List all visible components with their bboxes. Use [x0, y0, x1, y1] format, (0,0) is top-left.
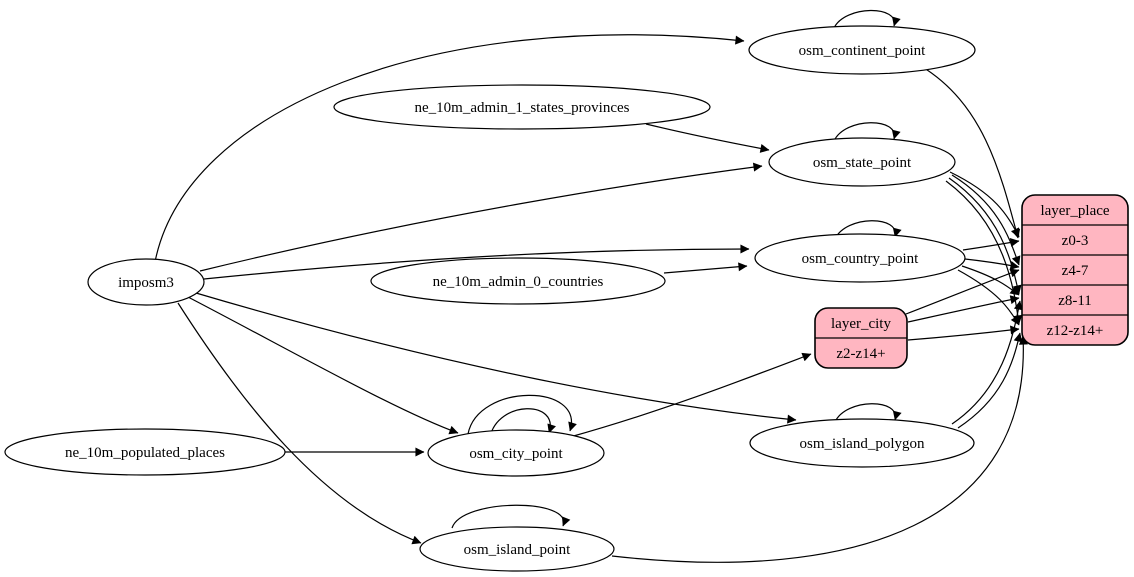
- layer_city-row-z2-z14: z2-z14+: [836, 346, 885, 362]
- edge-osm_country_point-layer_place-z8-11: [961, 265, 1020, 296]
- edge-imposm3-osm_state_point: [199, 162, 763, 272]
- layer_place-row-z8-11: z8-11: [1058, 293, 1092, 309]
- ne_10m_admin_1_states_provinces-label: ne_10m_admin_1_states_provinces: [415, 100, 630, 116]
- node-osm_island_point: osm_island_point: [419, 526, 615, 572]
- edge-osm_state_point-layer_place-z8-11: [948, 177, 1022, 295]
- edge-osm_country_point-layer_place-z0-3: [962, 238, 1020, 251]
- node-ne_10m_admin_1_states_provinces: ne_10m_admin_1_states_provinces: [333, 84, 711, 130]
- ne_10m_admin_0_countries-shape: [370, 257, 666, 305]
- edge-osm_island_polygon-layer_place-z8-11: [951, 300, 1023, 425]
- edge-osm_continent_point-self: [833, 9, 901, 29]
- node-osm_continent_point: osm_continent_point: [748, 25, 976, 75]
- edge-imposm3-osm_city_point: [187, 296, 459, 435]
- node-osm_island_polygon: osm_island_polygon: [749, 418, 975, 468]
- osm_continent_point-label: osm_continent_point: [799, 43, 926, 59]
- node-osm_state_point: osm_state_point: [768, 137, 956, 187]
- imposm3-shape: [87, 258, 205, 306]
- edge-layer_city-layer_place-z4-7: [905, 268, 1020, 315]
- osm_state_point-shape: [768, 137, 956, 187]
- node-ne_10m_populated_places: ne_10m_populated_places: [4, 428, 286, 476]
- edge-layer_city-layer_place-z12-z14: [907, 325, 1020, 341]
- osm_continent_point-shape: [748, 25, 976, 75]
- edge-imposm3-osm_island_point: [177, 302, 422, 545]
- osm_island_point-label: osm_island_point: [464, 542, 572, 558]
- osm_state_point-label: osm_state_point: [813, 155, 912, 171]
- edge-osm_city_point-layer_city-z2-z14: [569, 352, 812, 438]
- node-ne_10m_admin_0_countries: ne_10m_admin_0_countries: [370, 257, 666, 305]
- layer_city-title: layer_city: [831, 316, 891, 332]
- ne_10m_admin_1_states_provinces-shape: [333, 84, 711, 130]
- edge-osm_city_point-self-inner: [489, 408, 556, 438]
- edge-imposm3-osm_island_polygon: [195, 292, 797, 424]
- edge-osm_continent_point-layer_place-z0-3: [920, 65, 1021, 239]
- edge-osm_country_point-layer_place-z4-7: [964, 258, 1020, 270]
- edge-imposm3-osm_continent_point: [154, 34, 745, 263]
- edge-layer_city-layer_place-z8-11: [907, 295, 1020, 323]
- edge-osm_country_point-self: [834, 220, 902, 240]
- edge-osm_island_polygon-self: [834, 403, 902, 423]
- layer_place-row-z4-7: z4-7: [1062, 263, 1089, 279]
- layer_place-row-z12-z14: z12-z14+: [1047, 323, 1104, 339]
- layer_place-title: layer_place: [1040, 203, 1109, 219]
- edge-osm_state_point-layer_place-z4-7: [951, 174, 1021, 266]
- layer_place-row-z0-3: z0-3: [1062, 233, 1089, 249]
- edge-ne_10m_admin_0_countries-osm_country_point: [663, 262, 748, 274]
- node-imposm3: imposm3: [87, 258, 205, 306]
- edge-layer: [154, 9, 1028, 563]
- ne_10m_admin_0_countries-label: ne_10m_admin_0_countries: [433, 274, 604, 290]
- osm_island_point-shape: [419, 526, 615, 572]
- osm_country_point-shape: [754, 233, 966, 283]
- edge-ne_10m_admin_1_states_provinces-osm_state_point: [645, 123, 770, 153]
- edge-osm_island_point-layer_place-z12-z14: [611, 335, 1028, 563]
- node-layer_place: layer_place z0-3 z4-7 z8-11 z12-z14+: [1021, 194, 1129, 346]
- osm_country_point-label: osm_country_point: [802, 251, 919, 267]
- osm_city_point-label: osm_city_point: [469, 446, 563, 462]
- edge-osm_island_point-self: [451, 504, 571, 529]
- edge-osm_state_point-self: [833, 122, 901, 142]
- node-osm_city_point: osm_city_point: [427, 429, 605, 477]
- osm_island_polygon-shape: [749, 418, 975, 468]
- node-layer_city: layer_city z2-z14+: [814, 307, 908, 369]
- osm_island_polygon-label: osm_island_polygon: [799, 436, 925, 452]
- imposm3-label: imposm3: [118, 275, 174, 291]
- layer_place-shape: [1021, 194, 1129, 346]
- node-osm_country_point: osm_country_point: [754, 233, 966, 283]
- osm_city_point-shape: [427, 429, 605, 477]
- ne_10m_populated_places-label: ne_10m_populated_places: [65, 445, 225, 461]
- edge-imposm3-osm_country_point: [203, 244, 750, 280]
- ne_10m_populated_places-shape: [4, 428, 286, 476]
- edge-osm_state_point-layer_place-z0-3: [949, 171, 1020, 238]
- edge-osm_city_point-self-outer: [467, 394, 577, 435]
- edge-osm_island_polygon-layer_place-z12-z14: [957, 332, 1023, 429]
